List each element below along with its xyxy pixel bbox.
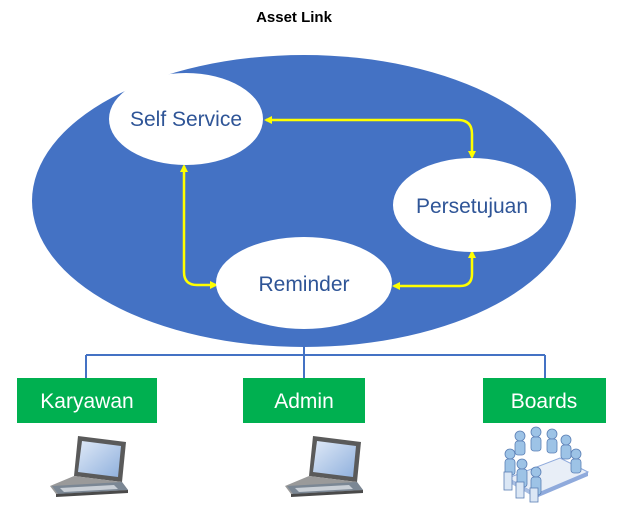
arrow-selfservice-persetujuan [264, 116, 476, 159]
node-reminder: Reminder [216, 237, 392, 329]
box-karyawan-label: Karyawan [40, 390, 133, 413]
node-self-service-label: Self Service [130, 108, 242, 131]
box-admin-label: Admin [274, 390, 334, 413]
meeting-people-icon [503, 426, 590, 503]
box-admin: Admin [243, 378, 365, 423]
arrow-selfservice-reminder [180, 164, 218, 289]
box-karyawan: Karyawan [17, 378, 157, 423]
diagram-title: Asset Link [256, 9, 333, 26]
laptop-icon [50, 436, 128, 497]
arrow-persetujuan-reminder [392, 250, 476, 290]
node-self-service: Self Service [109, 73, 263, 165]
node-persetujuan: Persetujuan [393, 158, 551, 252]
node-reminder-label: Reminder [258, 273, 349, 296]
box-boards: Boards [483, 378, 606, 423]
connector-lines [85, 345, 546, 378]
box-boards-label: Boards [511, 390, 578, 413]
flow-arrows [180, 116, 476, 290]
node-persetujuan-label: Persetujuan [416, 195, 528, 218]
laptop-icon [285, 436, 363, 497]
